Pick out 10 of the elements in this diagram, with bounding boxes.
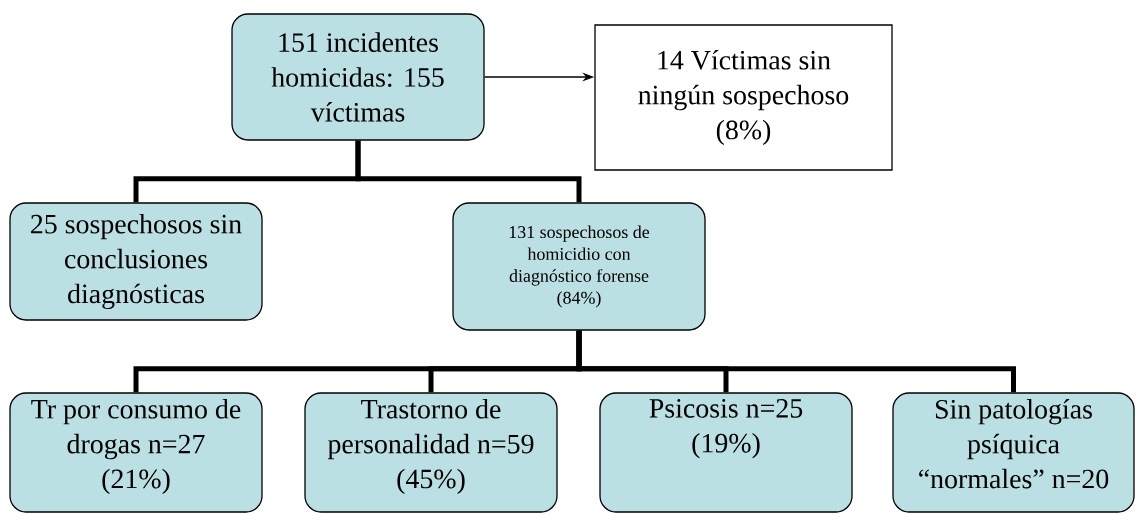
process-box: 14 Víctimas sin ningún sospechoso (8%) [594, 24, 893, 171]
process-box: 25 sospechosos sin conclusiones diagnósticas [9, 202, 263, 321]
process-box: 131 sospechosos de homicidio con diagnóstico forense (84%) [452, 202, 706, 331]
process-box: Psicosis n=25 (19%) [599, 392, 853, 513]
connector-line [355, 140, 582, 203]
process-box: Tr por consumo de drogas n=27 (21%) [9, 392, 263, 513]
process-box: 151 incidentes homicidas: 155 víctimas [231, 13, 485, 141]
process-box: Sin patologías psíquica “normales” n=20 [892, 392, 1135, 513]
connector-line [576, 330, 1016, 393]
process-box: Trastorno de personalidad n=59 (45%) [304, 392, 558, 513]
